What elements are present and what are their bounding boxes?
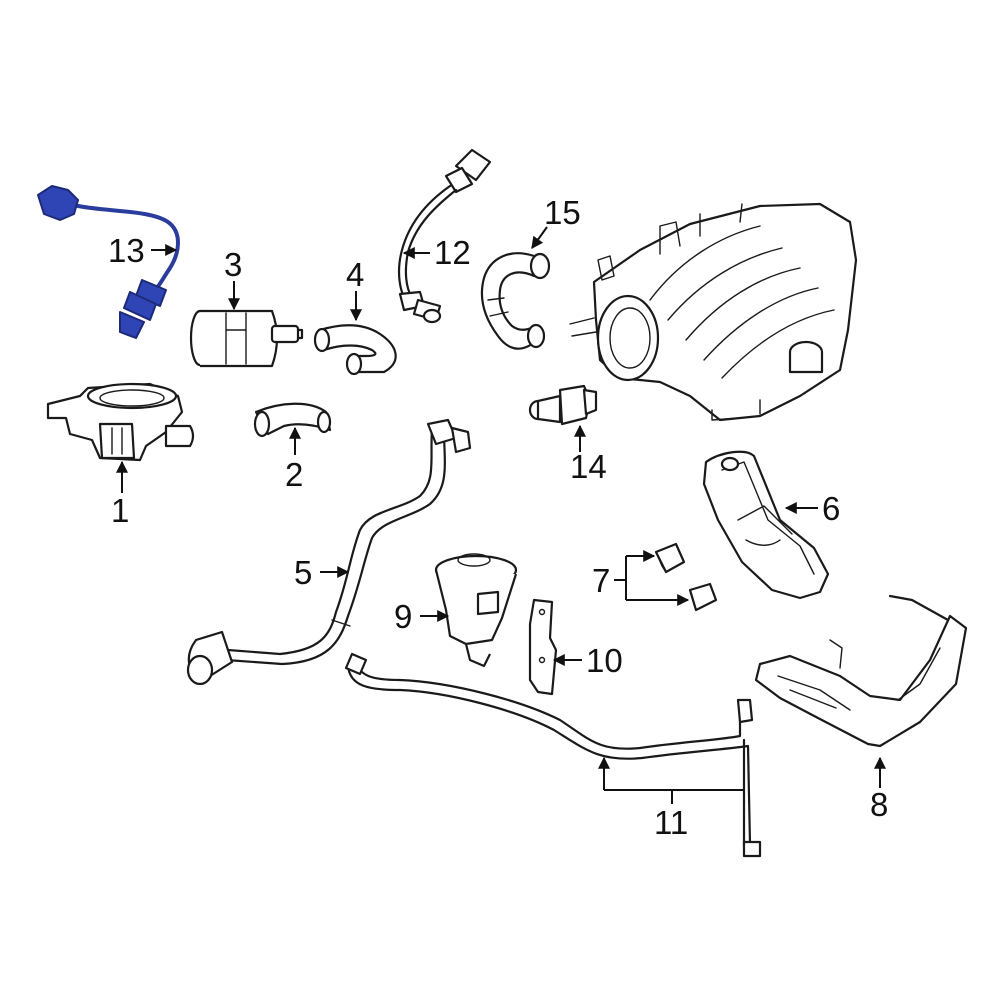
part-1-valve[interactable] [46,382,195,462]
callout-3: 3 [224,246,242,283]
callout-8: 8 [870,786,888,823]
part-5-vapor-line[interactable] [186,418,472,686]
callout-7: 7 [592,562,610,599]
callout-6: 6 [822,490,840,527]
callout-9: 9 [394,598,412,635]
callout-15: 15 [544,194,581,231]
part-8-shield[interactable] [754,594,968,748]
part-4-hose[interactable] [313,324,397,376]
callout-10: 10 [586,642,623,679]
part-10-bracket[interactable] [528,598,558,696]
callout-4: 4 [346,256,364,293]
part-6-cover[interactable] [702,450,830,600]
part-7-clips[interactable] [654,542,718,612]
leader-lines [116,226,886,804]
callout-2: 2 [285,456,303,493]
callout-1: 1 [111,492,129,529]
part-2-hose[interactable] [253,402,332,438]
callout-5: 5 [294,554,312,591]
callout-12: 12 [434,234,471,271]
part-3-canister[interactable] [189,309,304,368]
part-9-purge-solenoid[interactable] [434,553,518,668]
part-13-oxygen-sensor[interactable] [37,185,180,339]
callout-14: 14 [570,448,607,485]
callout-labels: 13 3 4 12 15 1 2 14 6 7 5 9 10 8 11 [108,194,888,841]
part-15-hose[interactable] [480,252,551,350]
part-14-valve[interactable] [528,384,598,426]
part-12-sensor-harness[interactable] [397,148,492,324]
intake-manifold [569,202,858,422]
callout-11: 11 [654,804,688,841]
part-11-tube[interactable] [344,652,762,858]
callout-13: 13 [108,232,145,269]
